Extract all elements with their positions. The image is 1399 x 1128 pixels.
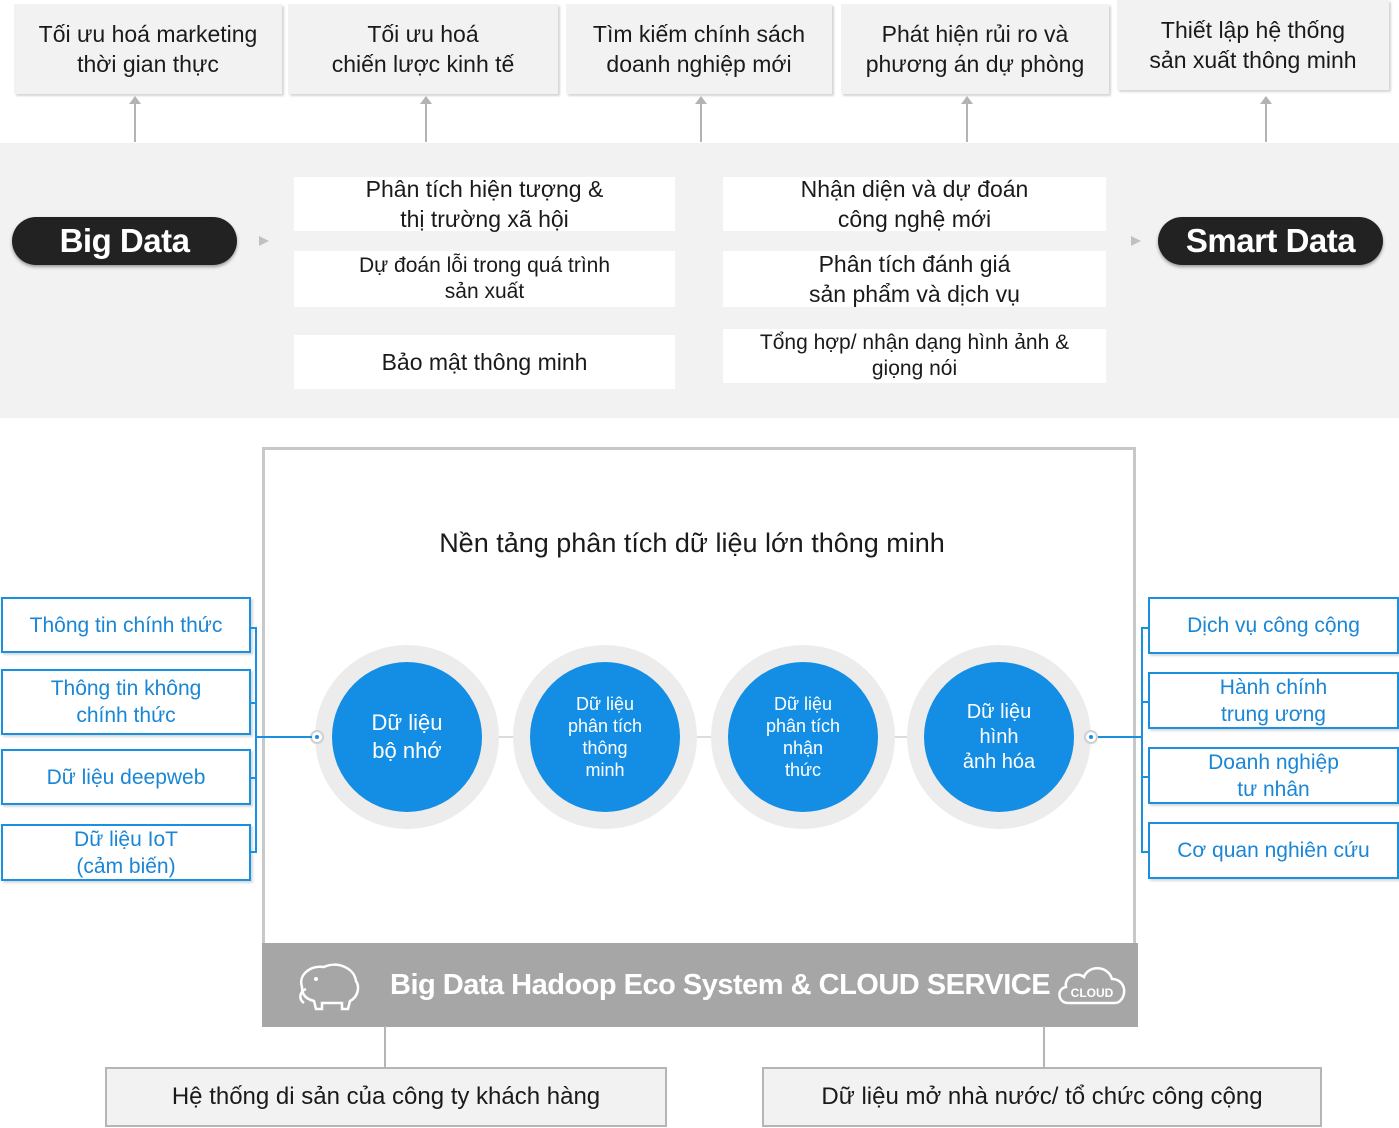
outcome-label: Tối ưu hoá chiến lược kinh tế <box>331 21 515 77</box>
legacy-system-box: Hệ thống di sản của công ty khách hàng <box>105 1067 667 1127</box>
circle-label: Dữ liệu phân tích nhận thức <box>765 694 841 780</box>
up-arrow-icon <box>695 96 707 142</box>
outcome-box-4: Phát hiện rủi ro và phương án dự phòng <box>841 4 1109 94</box>
analysis-label: Phân tích hiện tượng & thị trường xã hội <box>365 176 604 232</box>
input-source-label: Dữ liệu deepweb <box>46 765 206 789</box>
analysis-label: Nhận diện và dự đoán công nghệ mới <box>800 176 1029 232</box>
outcome-box-2: Tối ưu hoá chiến lược kinh tế <box>288 4 558 94</box>
circle-label: Dữ liệu hình ảnh hóa <box>962 700 1036 773</box>
platform-title: Nền tảng phân tích dữ liệu lớn thông min… <box>439 528 945 558</box>
outcome-label: Tối ưu hoá marketing thời gian thực <box>38 21 258 77</box>
right-triangle-icon <box>1131 236 1141 246</box>
circle-label: Dữ liệu bộ nhớ <box>371 710 443 763</box>
open-data-box: Dữ liệu mở nhà nước/ tổ chức công cộng <box>762 1067 1322 1127</box>
analysis-item: Dự đoán lỗi trong quá trình sản xuất <box>294 251 675 307</box>
outcome-box-5: Thiết lập hệ thống sản xuất thông minh <box>1117 0 1389 90</box>
output-connector <box>1098 736 1142 738</box>
input-connector <box>257 736 312 738</box>
cloud-icon-label: CLOUD <box>1071 986 1114 1000</box>
output-bracket <box>1141 627 1143 853</box>
up-arrow-icon <box>420 96 432 142</box>
input-source-box: Dữ liệu deepweb <box>1 749 251 805</box>
connector-track <box>318 736 1090 738</box>
up-arrow-icon <box>129 96 141 142</box>
input-source-label: Dữ liệu IoT (cảm biến) <box>74 827 178 878</box>
output-bracket-tick <box>1141 776 1148 778</box>
output-target-box: Dịch vụ công cộng <box>1148 597 1399 654</box>
hadoop-footer: Big Data Hadoop Eco System & CLOUD SERVI… <box>262 943 1138 1027</box>
outcome-label: Phát hiện rủi ro và phương án dự phòng <box>865 21 1085 77</box>
hadoop-footer-label: Big Data Hadoop Eco System & CLOUD SERVI… <box>390 969 1051 1001</box>
analysis-label: Phân tích đánh giá sản phẩm và dịch vụ <box>809 251 1020 307</box>
analysis-item: Tổng hợp/ nhận dạng hình ảnh & giọng nói <box>723 329 1106 383</box>
output-bracket-tick <box>1141 851 1148 853</box>
cloud-icon: CLOUD <box>1058 967 1126 1005</box>
output-target-box: Hành chính trung ương <box>1148 672 1399 729</box>
output-target-label: Dịch vụ công cộng <box>1187 614 1360 637</box>
output-target-label: Cơ quan nghiên cứu <box>1177 839 1370 862</box>
input-source-box: Dữ liệu IoT (cảm biến) <box>1 824 251 881</box>
input-bracket-tick <box>251 777 257 779</box>
outcome-box-3: Tìm kiếm chính sách doanh nghiệp mới <box>566 4 832 94</box>
input-bracket-tick <box>251 702 257 704</box>
right-triangle-icon <box>259 236 269 246</box>
legacy-system-label: Hệ thống di sản của công ty khách hàng <box>171 1083 601 1110</box>
smart-data-pill: Smart Data <box>1158 217 1383 265</box>
input-source-box: Thông tin không chính thức <box>1 669 251 735</box>
up-arrow-icon <box>961 96 973 142</box>
hadoop-elephant-icon <box>299 963 360 1011</box>
open-data-label: Dữ liệu mở nhà nước/ tổ chức công cộng <box>821 1083 1263 1110</box>
output-target-box: Doanh nghiệp tư nhân <box>1148 747 1399 804</box>
analysis-label: Dự đoán lỗi trong quá trình sản xuất <box>358 254 611 303</box>
input-source-label: Thông tin không chính thức <box>50 677 202 727</box>
input-bracket-tick <box>251 851 257 853</box>
input-source-label: Thông tin chính thức <box>29 613 223 637</box>
circle-cognitive-analysis: Dữ liệu phân tích nhận thức <box>728 662 878 812</box>
outcome-label: Thiết lập hệ thống sản xuất thông minh <box>1149 17 1357 73</box>
input-node-icon <box>310 730 324 744</box>
outcome-box-1: Tối ưu hoá marketing thời gian thực <box>14 4 282 94</box>
analysis-label: Tổng hợp/ nhận dạng hình ảnh & giọng nói <box>759 331 1070 380</box>
source-connector <box>384 1026 386 1067</box>
circle-label: Dữ liệu phân tích thông minh <box>567 694 643 780</box>
analysis-item: Bảo mật thông minh <box>294 335 675 389</box>
big-data-pill: Big Data <box>12 217 237 265</box>
outcome-label: Tìm kiếm chính sách doanh nghiệp mới <box>592 21 806 77</box>
input-bracket-tick <box>251 627 257 629</box>
big-data-label: Big Data <box>59 222 190 259</box>
analysis-band <box>0 143 1399 418</box>
output-target-box: Cơ quan nghiên cứu <box>1148 822 1399 879</box>
output-target-label: Doanh nghiệp tư nhân <box>1208 750 1339 801</box>
circle-smart-analysis: Dữ liệu phân tích thông minh <box>530 662 680 812</box>
source-connector <box>1043 1026 1045 1067</box>
output-bracket-tick <box>1141 701 1148 703</box>
smart-data-label: Smart Data <box>1185 222 1356 259</box>
circle-visualization: Dữ liệu hình ảnh hóa <box>924 662 1074 812</box>
output-node-icon <box>1084 730 1098 744</box>
analysis-item: Phân tích đánh giá sản phẩm và dịch vụ <box>723 251 1106 307</box>
analysis-item: Phân tích hiện tượng & thị trường xã hội <box>294 176 675 232</box>
output-bracket-tick <box>1141 627 1148 629</box>
circle-memory-data: Dữ liệu bộ nhớ <box>332 662 482 812</box>
input-bracket <box>255 627 257 853</box>
analysis-item: Nhận diện và dự đoán công nghệ mới <box>723 176 1106 232</box>
analysis-label: Bảo mật thông minh <box>381 349 588 375</box>
up-arrow-icon <box>1260 96 1272 142</box>
output-target-label: Hành chính trung ương <box>1219 675 1328 726</box>
input-source-box: Thông tin chính thức <box>1 597 251 653</box>
